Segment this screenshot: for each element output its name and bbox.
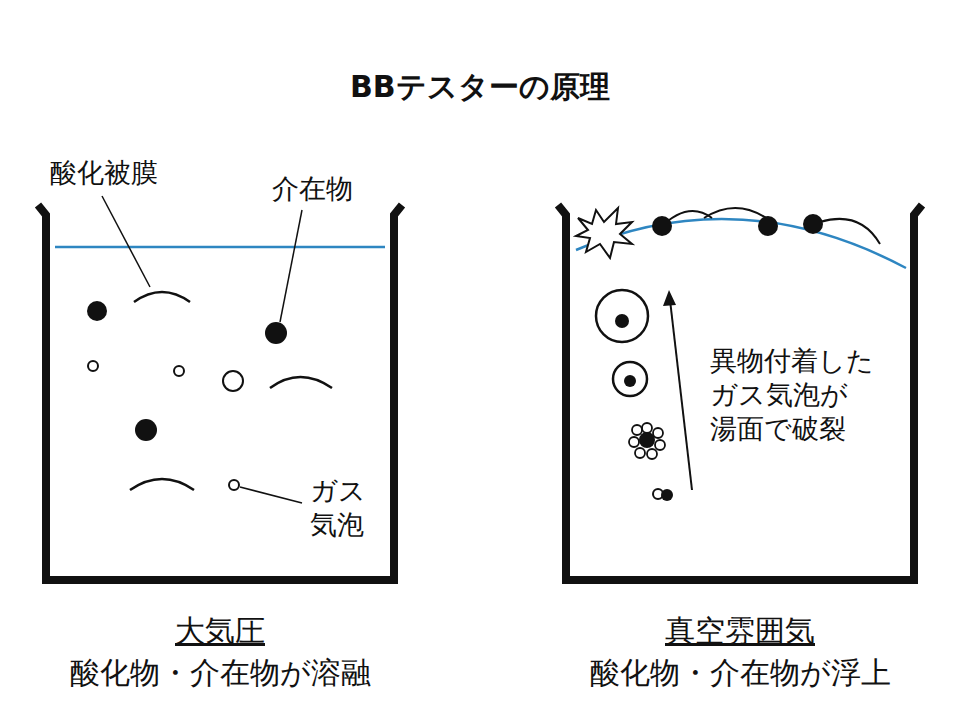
- inclusion: [265, 322, 287, 344]
- right-vessel: [558, 205, 922, 580]
- gas-bubble: [596, 290, 648, 342]
- part-label: ガス 気泡: [310, 474, 372, 542]
- inclusion: [803, 214, 823, 234]
- vessel-wall: [558, 205, 922, 580]
- gas-bubble: [174, 366, 184, 376]
- gas-bubble: [223, 371, 243, 391]
- condition-caption: 酸化物・介在物が溶融: [70, 654, 371, 692]
- inclusion: [135, 419, 157, 441]
- left-vessel: [38, 196, 402, 580]
- condition-caption: 酸化物・介在物が浮上: [590, 654, 891, 692]
- inclusion: [615, 314, 629, 328]
- oxide-film: [820, 219, 880, 244]
- part-label: 介在物: [272, 172, 353, 206]
- bubble-cluster: [629, 423, 665, 459]
- condition-heading: 真空雰囲気: [665, 612, 815, 650]
- arrow-head: [663, 290, 676, 306]
- gas-bubble: [88, 361, 98, 371]
- inclusion: [758, 216, 778, 236]
- burst-mark: [576, 208, 632, 258]
- oxide-film: [134, 292, 190, 302]
- gas-bubble: [613, 362, 647, 396]
- melt-surface: [55, 246, 385, 249]
- part-label: 酸化被膜: [50, 156, 158, 190]
- oxide-film: [270, 377, 332, 388]
- inclusion: [624, 375, 636, 387]
- inclusion: [661, 489, 673, 501]
- oxide-film: [130, 479, 194, 490]
- leader-line: [280, 210, 302, 322]
- inclusion: [652, 216, 672, 236]
- gas-bubble: [229, 480, 239, 490]
- leader-line: [240, 487, 302, 503]
- inclusion: [87, 301, 107, 321]
- leader-line: [102, 196, 150, 287]
- diagram-title: BBテスターの原理: [350, 68, 610, 106]
- vessel-wall: [38, 205, 402, 580]
- condition-heading: 大気圧: [175, 612, 265, 650]
- note-text: 異物付着した ガス気泡が 湯面で破裂: [710, 344, 910, 445]
- rise-arrow: [670, 300, 692, 490]
